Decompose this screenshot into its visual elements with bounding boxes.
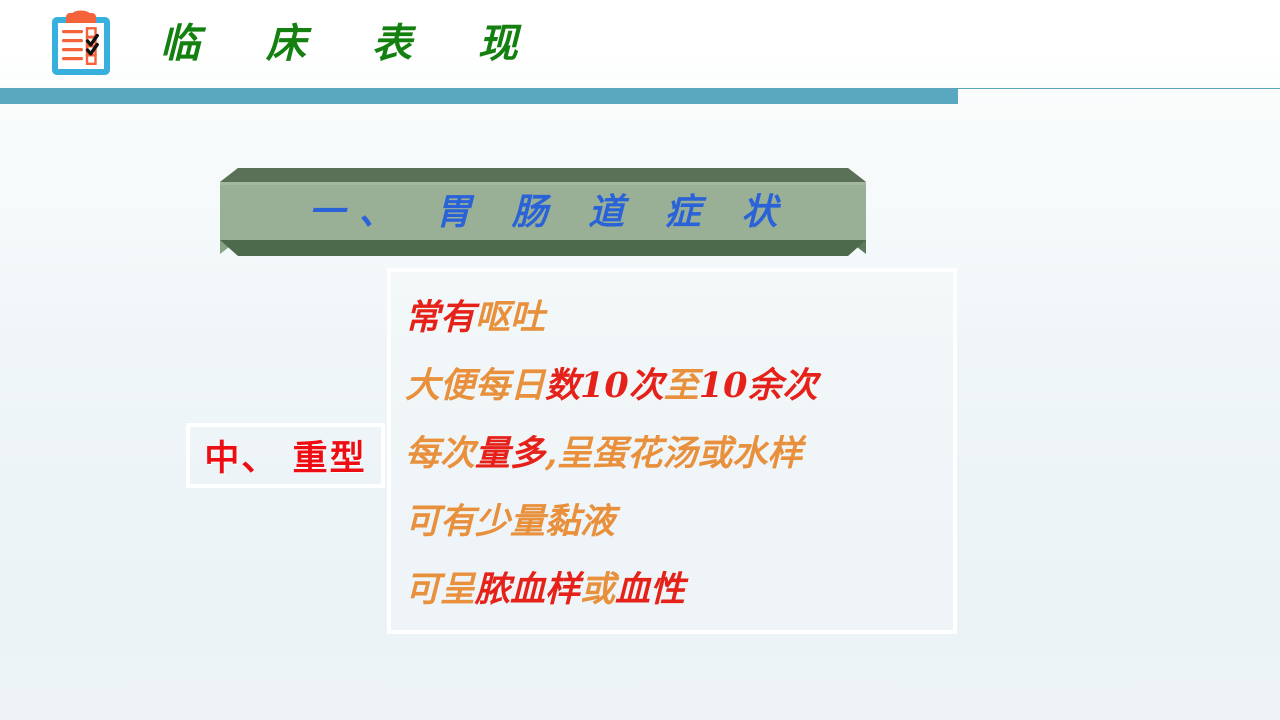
- header-hairline: [0, 88, 1280, 89]
- symptom-line: 可有少量黏液: [405, 488, 953, 556]
- severity-label-box: 中、 重型: [186, 423, 385, 488]
- symptom-text-segment: 至: [663, 365, 699, 406]
- symptom-line: 每次量多,呈蛋花汤或水样: [405, 420, 953, 488]
- symptom-text-segment: 血性: [615, 569, 686, 610]
- symptom-line: 大便每日数10次至10余次: [405, 352, 953, 420]
- symptom-text-segment: 或: [580, 569, 616, 610]
- banner-3d-shape: [220, 168, 866, 256]
- symptom-text-segment: 可有少量黏液: [405, 501, 616, 542]
- symptom-line: 常有呕吐: [405, 284, 953, 352]
- symptom-text-segment: 常有: [405, 297, 476, 338]
- header-band: [0, 0, 1280, 88]
- severity-label-text: 中、 重型: [204, 439, 367, 479]
- section-banner-label: 一、 胃 肠 道 症 状: [308, 191, 792, 233]
- symptom-text-segment: 大便每日: [405, 365, 546, 406]
- symptom-line: 可呈脓血样或血性: [405, 556, 953, 624]
- symptom-text-segment: 10余次: [698, 365, 818, 406]
- symptom-text-segment: 每次: [405, 433, 476, 474]
- symptom-text-segment: ,呈蛋花汤或水样: [545, 433, 803, 474]
- symptom-content-box: 常有呕吐大便每日数10次至10余次每次量多,呈蛋花汤或水样可有少量黏液可呈脓血样…: [387, 268, 957, 634]
- header-accent-bar: [0, 89, 958, 104]
- symptom-line-list: 常有呕吐大便每日数10次至10余次每次量多,呈蛋花汤或水样可有少量黏液可呈脓血样…: [405, 284, 953, 624]
- symptom-text-segment: 量多: [475, 433, 546, 474]
- clipboard-checklist-icon: [48, 10, 114, 78]
- symptom-text-segment: 可呈: [405, 569, 476, 610]
- page-title: 临 床 表 现: [160, 20, 544, 67]
- section-banner: 一、 胃 肠 道 症 状: [220, 168, 866, 256]
- symptom-text-segment: 呕吐: [475, 297, 546, 338]
- symptom-text-segment: 数10次: [545, 365, 664, 406]
- symptom-text-segment: 脓血样: [475, 569, 581, 610]
